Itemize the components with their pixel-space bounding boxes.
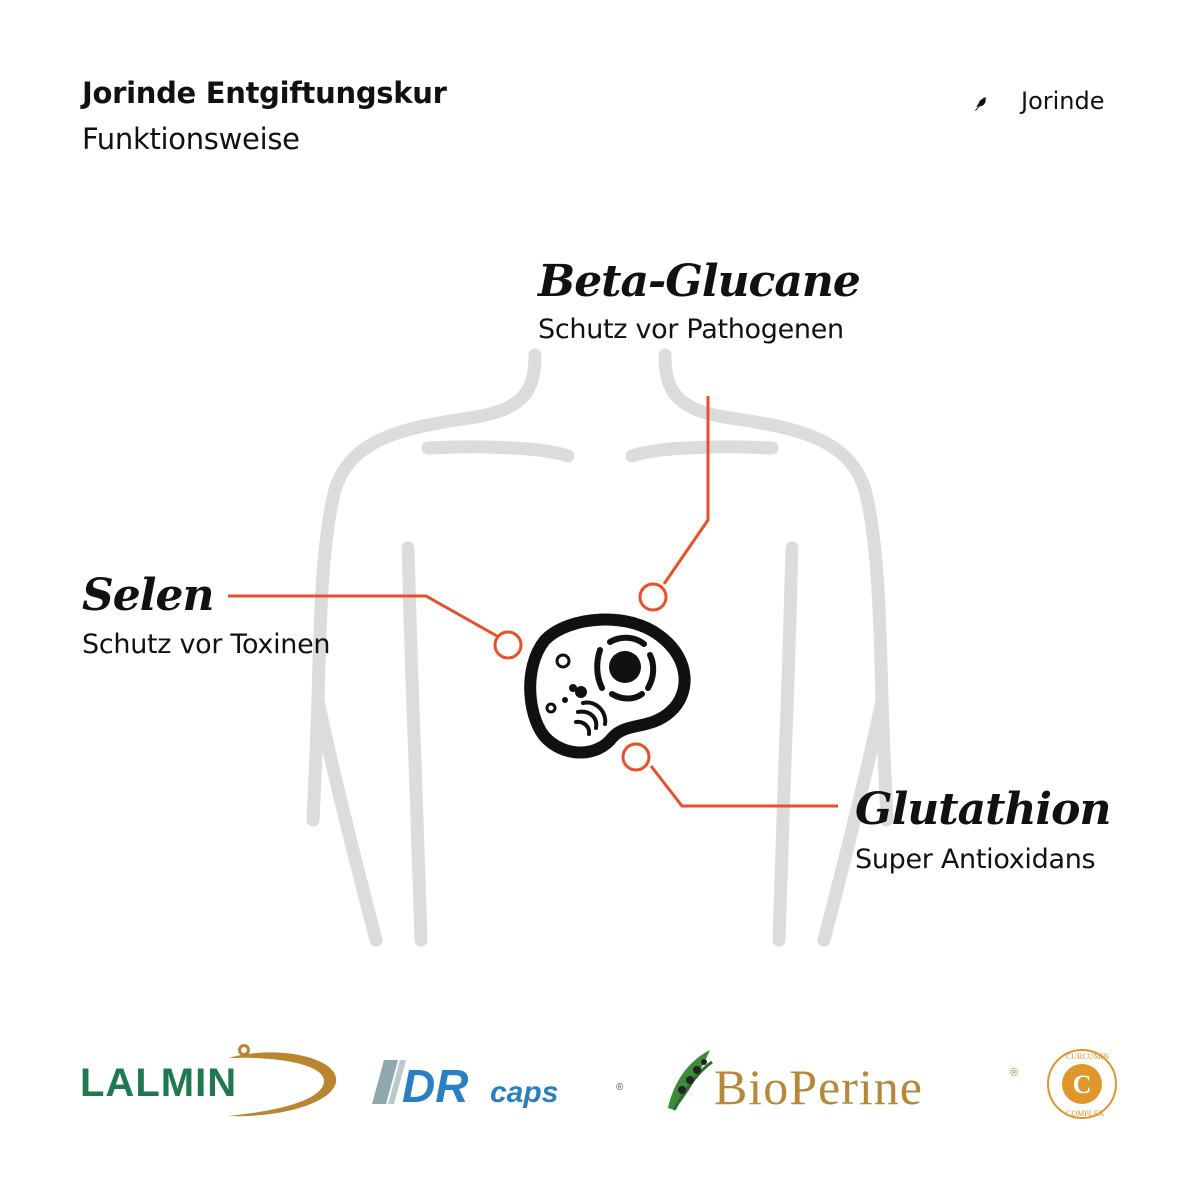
- curcumin-top-text: CURCUMIN: [1066, 1052, 1109, 1061]
- drcaps-registered: ®: [616, 1082, 624, 1093]
- page-title: Jorinde Entgiftungskur: [82, 76, 447, 110]
- bioperine-registered: ®: [1010, 1067, 1018, 1079]
- cell-icon: [524, 613, 691, 759]
- connector-beta-glucane: [662, 396, 710, 585]
- curcumin-logo: C CURCUMIN COMPLEX: [1047, 1049, 1117, 1119]
- bioperine-wordmark: BioPerine: [714, 1059, 923, 1115]
- lalmin-logo: LALMIN: [80, 1044, 337, 1117]
- endpoint-selen: [493, 630, 523, 660]
- bioperine-logo: BioPerine ®: [668, 1050, 1018, 1115]
- ingredient-name-selen: Selen: [82, 570, 214, 621]
- curcumin-bottom-text: COMPLEX: [1066, 1109, 1104, 1118]
- page-subtitle: Funktionsweise: [82, 122, 300, 156]
- drcaps-dr: DR: [402, 1060, 468, 1112]
- body-outline: [306, 348, 894, 947]
- partner-logos: LALMIN DR caps ® BioPerine ® C CURCUMIN …: [0, 1030, 1200, 1130]
- drcaps-caps: caps: [490, 1076, 558, 1109]
- connector-lines: [228, 396, 838, 808]
- ingredient-desc-beta-glucane: Schutz vor Pathogenen: [538, 314, 844, 345]
- ingredient-name-beta-glucane: Beta-Glucane: [538, 256, 861, 307]
- drcaps-logo: DR caps ®: [372, 1060, 624, 1112]
- connector-endpoints: [493, 582, 668, 772]
- brand-name: Jorinde: [1021, 87, 1105, 115]
- endpoint-glutathion: [621, 742, 651, 772]
- connector-selen: [228, 594, 498, 638]
- ingredient-name-glutathion: Glutathion: [855, 784, 1111, 835]
- lalmin-wordmark: LALMIN: [80, 1061, 237, 1105]
- endpoint-beta-glucane: [638, 582, 668, 612]
- ingredient-desc-selen: Schutz vor Toxinen: [82, 629, 331, 660]
- curcumin-letter: C: [1073, 1070, 1092, 1099]
- bird-icon: [974, 97, 987, 111]
- ingredient-desc-glutathion: Super Antioxidans: [855, 844, 1096, 875]
- connector-glutathion: [649, 765, 838, 808]
